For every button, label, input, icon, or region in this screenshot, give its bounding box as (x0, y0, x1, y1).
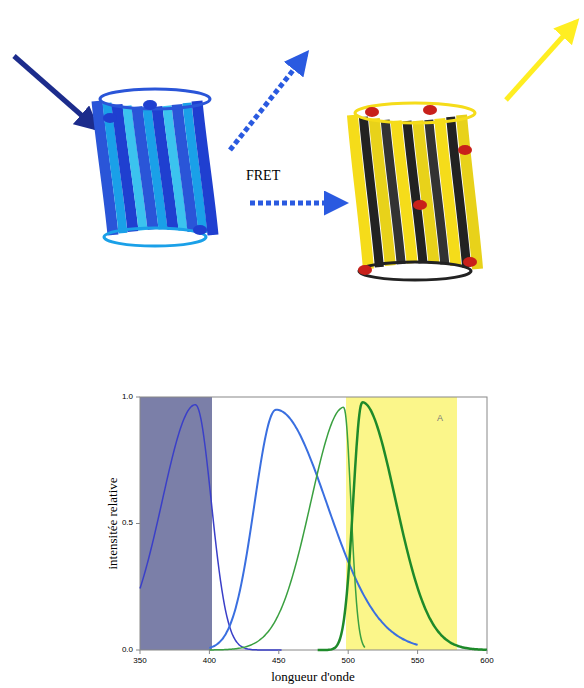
tick-label: 550 (411, 657, 424, 665)
fret-arrow (250, 201, 344, 206)
excitation-band (140, 397, 212, 650)
axis-title: longueur d'onde (271, 670, 355, 683)
helix (103, 113, 117, 123)
tick-label: 400 (203, 657, 216, 665)
panel-letter: A (437, 414, 443, 423)
helix (193, 225, 207, 235)
tick-label: 350 (133, 657, 146, 665)
excitation-arrow (14, 56, 96, 128)
helix (365, 107, 379, 117)
yfp-excitation (209, 407, 364, 650)
loop (104, 228, 206, 246)
emission-arrow (230, 54, 306, 150)
axis-title: intensitée relative (105, 477, 118, 569)
tick (278, 650, 279, 654)
loop (359, 262, 471, 280)
tick-label: 0.5 (122, 519, 133, 527)
tick (487, 650, 488, 654)
tick-label: 450 (272, 657, 285, 665)
helix (358, 265, 372, 275)
helix (463, 257, 477, 267)
beta-strand (197, 101, 213, 235)
yfp-emission (318, 402, 487, 650)
plot-frame (140, 397, 487, 650)
tick-label: 600 (480, 657, 493, 665)
tick (136, 397, 140, 398)
loop (100, 89, 210, 109)
tick-label: 0.0 (122, 646, 133, 654)
tick (140, 650, 141, 654)
tick (136, 523, 140, 524)
cfp-emission (209, 410, 417, 648)
tick (417, 650, 418, 654)
yellow-protein (352, 103, 477, 280)
loop (355, 103, 475, 123)
beta-strand (462, 115, 478, 269)
helix (423, 105, 437, 115)
tick-label: 500 (342, 657, 355, 665)
yellow-emission-arrow (506, 22, 576, 100)
helix (413, 200, 427, 210)
tick (136, 650, 140, 651)
cfp-excitation (140, 405, 282, 650)
blue-protein (97, 89, 213, 246)
tick (209, 650, 210, 654)
tick-label: 1.0 (122, 393, 133, 401)
spectrum-chart (136, 397, 487, 654)
helix (143, 100, 157, 110)
helix (458, 145, 472, 155)
tick (348, 650, 349, 654)
fret-label: FRET (246, 169, 280, 183)
